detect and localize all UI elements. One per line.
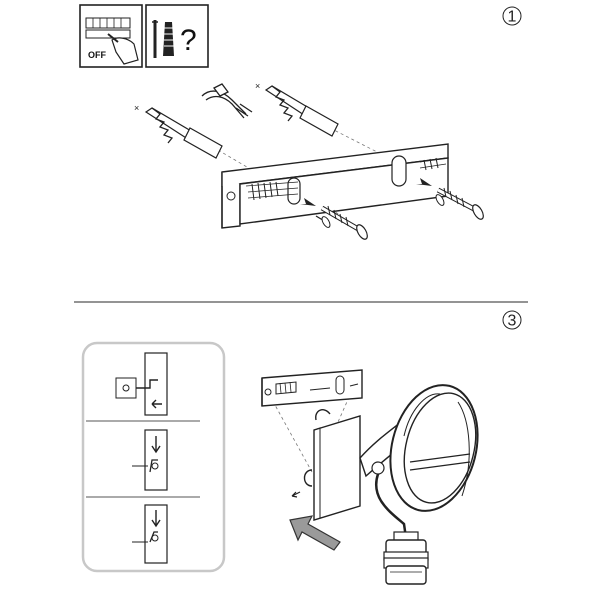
lamp-socket: [383, 531, 429, 585]
detail-inset-panel: [81, 341, 226, 573]
power-off-icon-box: OFF: [79, 4, 143, 68]
off-label: OFF: [88, 50, 106, 60]
step-3-number: 3: [502, 310, 522, 330]
tools-question-icon-box: ?: [145, 4, 209, 68]
wall-anchor-right: ×: [255, 81, 339, 137]
mounting-hook: [291, 469, 313, 498]
svg-text:1: 1: [508, 9, 517, 26]
insert-arrow-right-icon: [416, 178, 432, 186]
svg-text:×: ×: [134, 103, 139, 113]
step-1-number: 1: [502, 6, 522, 26]
slide-down-arrow-icon-1: [151, 436, 161, 454]
direction-arrow-icon: [289, 515, 341, 551]
hook-detail-3: [132, 504, 168, 564]
screw-right: [435, 187, 484, 220]
wire-connector: [201, 83, 253, 119]
lamp-cable: [375, 473, 408, 539]
svg-text:3: 3: [508, 313, 517, 330]
small-push-arrow-icon: [291, 491, 301, 498]
wall-anchor-left: ×: [134, 103, 223, 159]
hook-detail-2: [132, 429, 168, 491]
screw-left: [315, 205, 368, 240]
lamp-base-plate: [313, 409, 361, 521]
svg-text:×: ×: [255, 81, 260, 91]
slide-left-arrow-icon: [151, 399, 162, 409]
lamp-ring: [389, 384, 479, 512]
wall-bracket-mounted: [261, 369, 363, 407]
hook-detail-1: [115, 352, 168, 416]
slide-down-arrow-icon-2: [151, 510, 161, 528]
insert-arrow-left-icon: [300, 198, 316, 206]
question-mark-label: ?: [180, 24, 197, 57]
